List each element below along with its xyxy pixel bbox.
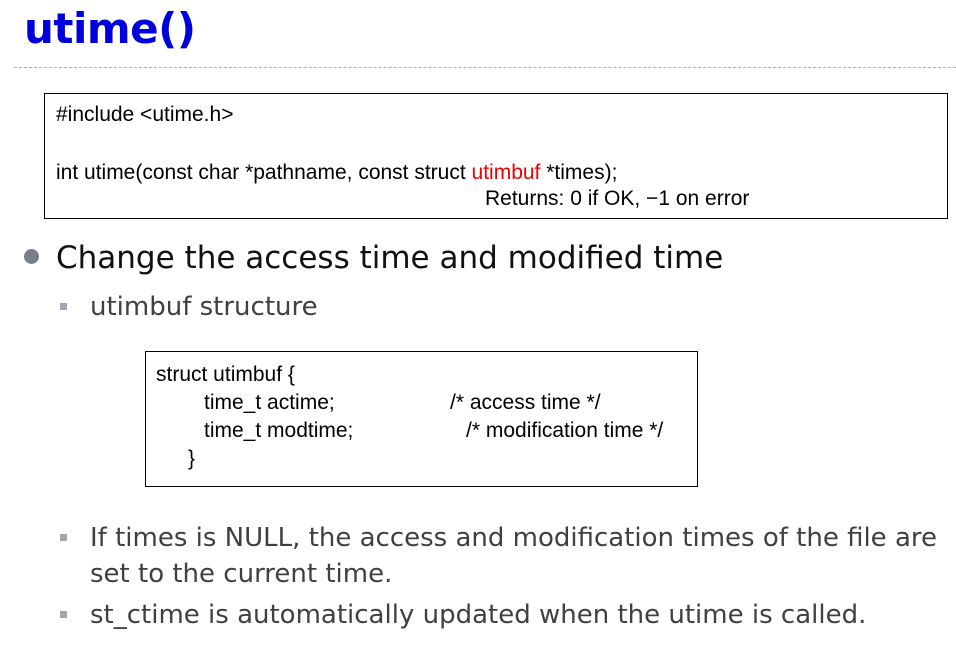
function-signature: int utime(const char *pathname, const st… [56, 161, 617, 185]
slide-title: utime() [24, 4, 196, 53]
bullet-dot-icon [24, 249, 39, 264]
struct-code-box: struct utimbuf { time_t actime; /* access… [145, 351, 698, 487]
field-comment: /* modification time */ [466, 419, 664, 442]
sub-bullet-null-times: If times is NULL, the access and modific… [60, 520, 940, 592]
signature-suffix: *times); [540, 161, 618, 184]
sub-bullet-st-ctime: st_ctime is automatically updated when t… [60, 597, 940, 633]
sub-bullet-text: st_ctime is automatically updated when t… [90, 600, 867, 630]
struct-field-actime: time_t actime; /* access time */ [204, 391, 601, 415]
struct-close-line: } [188, 447, 196, 470]
highlighted-type-utimbuf: utimbuf [471, 161, 541, 184]
returns-line: Returns: 0 if OK, −1 on error [485, 187, 750, 210]
main-bullet-text: Change the access time and modified time [56, 240, 724, 276]
struct-open-line: struct utimbuf { [156, 363, 295, 386]
square-bullet-icon [60, 611, 67, 618]
signature-prefix: int utime(const char *pathname, const st… [56, 161, 472, 184]
square-bullet-icon [60, 303, 67, 310]
square-bullet-icon [60, 534, 67, 541]
title-divider [14, 67, 956, 68]
field-code: time_t modtime; [204, 419, 354, 442]
prototype-code-box: #include <utime.h> int utime(const char … [44, 93, 948, 219]
sub-bullet-text: utimbuf structure [90, 292, 318, 322]
main-bullet: Change the access time and modified time [24, 240, 723, 276]
sub-bullet-text: If times is NULL, the access and modific… [90, 523, 937, 589]
struct-field-modtime: time_t modtime; /* modification time */ [204, 419, 663, 443]
field-code: time_t actime; [204, 391, 335, 414]
field-comment: /* access time */ [450, 391, 601, 414]
include-line: #include <utime.h> [56, 103, 234, 126]
sub-bullet-utimbuf: utimbuf structure [60, 289, 940, 325]
